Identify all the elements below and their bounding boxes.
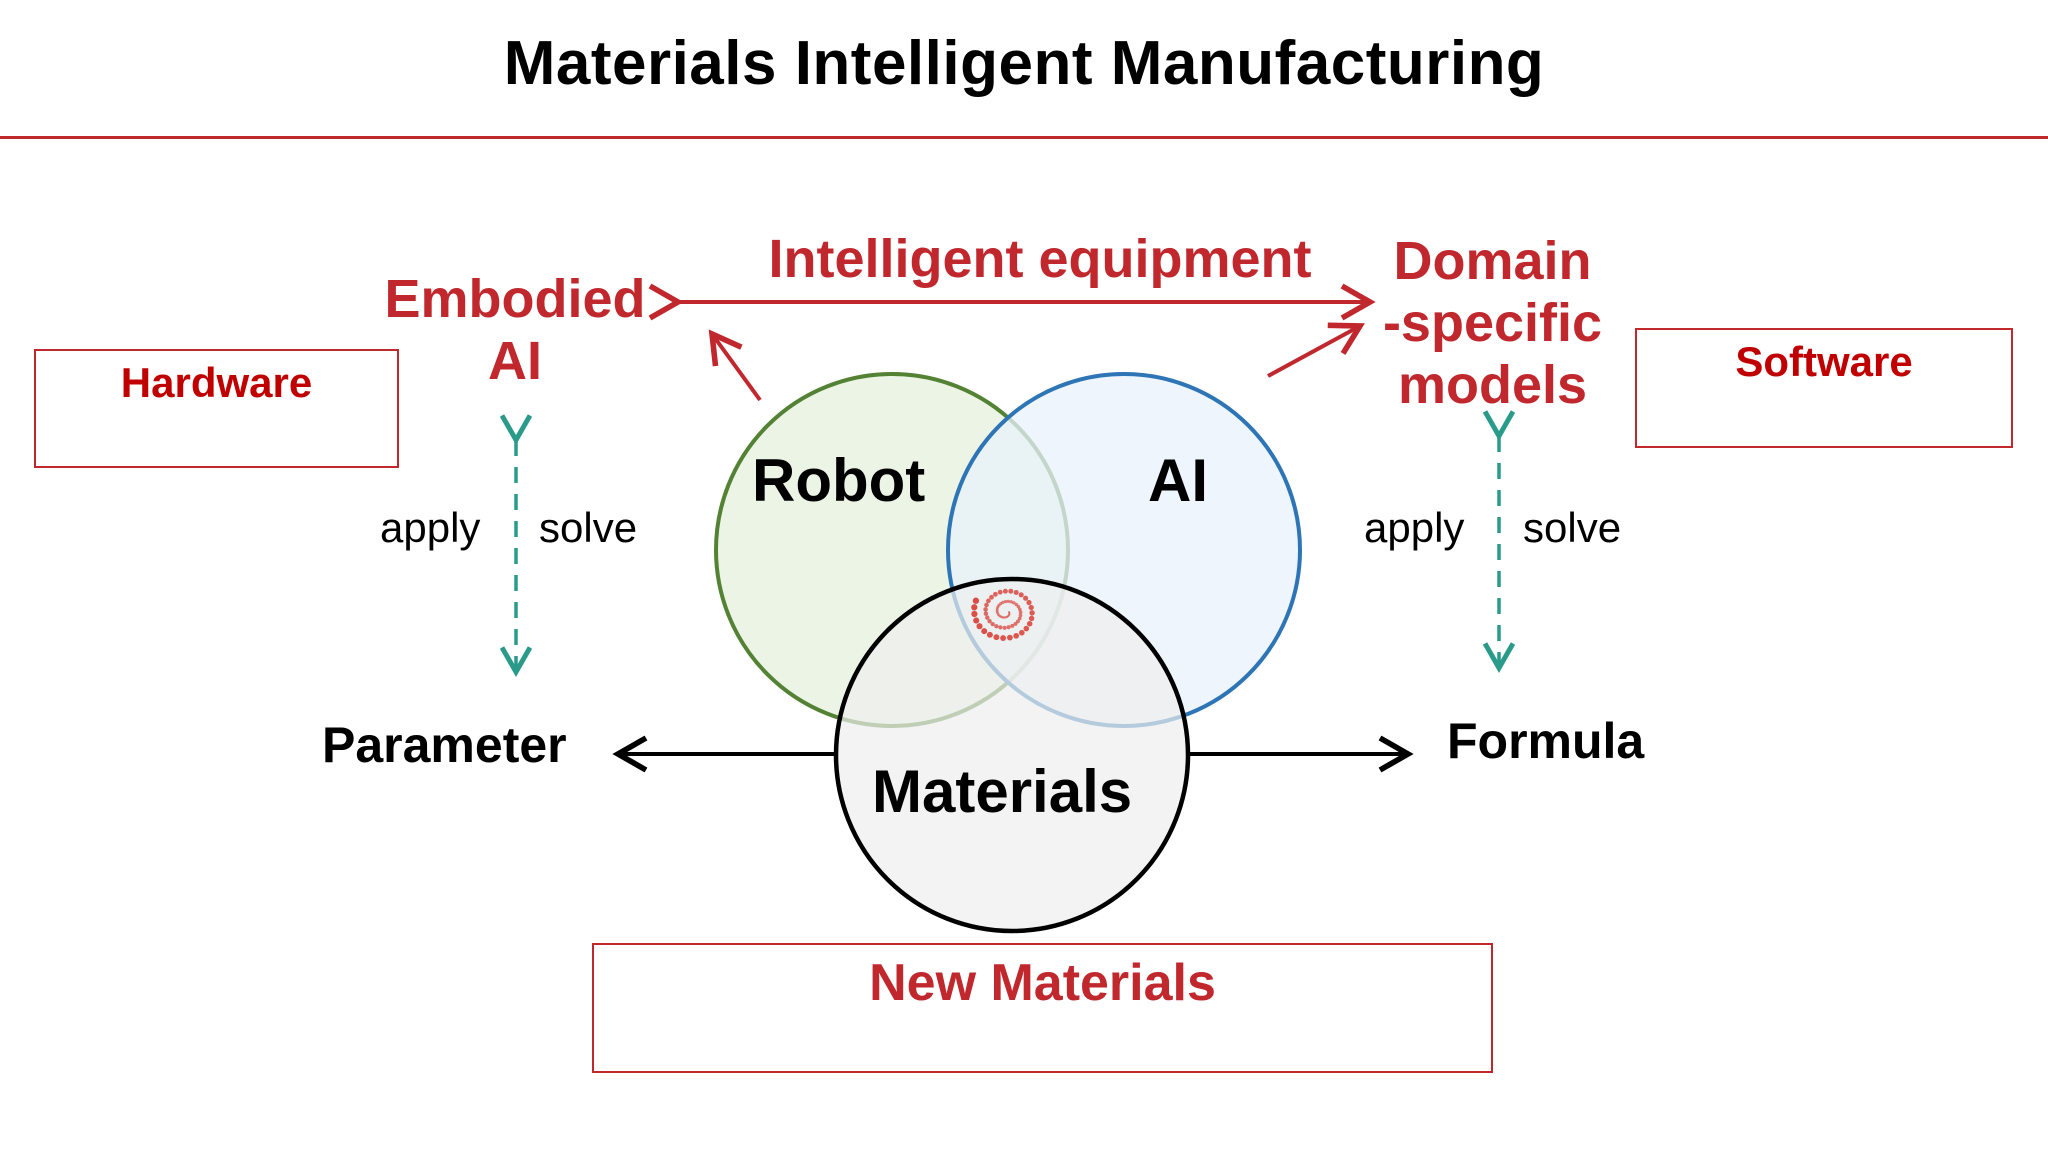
spiral-dot [997,589,1003,595]
spiral-dot [976,623,983,630]
software-label: Software [1735,338,1913,385]
spiral-dot [1028,615,1035,622]
domain-line3: models [1397,355,1588,415]
spiral-dot [986,631,993,638]
spiral-dot [987,619,992,624]
spiral-dot [993,634,1000,641]
materials-circle [833,576,1191,934]
spiral-dot [983,607,988,612]
ai-to-domain-arrow [1267,322,1365,378]
spiral-dot [998,625,1003,630]
title-divider [0,136,2048,139]
new-materials-box: New Materials [592,943,1493,1073]
spiral-dot [972,597,980,604]
spiral-dot [1023,625,1030,632]
spiral-dot [1001,600,1005,605]
materials-label: Materials [872,758,1133,825]
domain-line1: Domain [1393,231,1592,291]
spiral-dot [985,615,990,620]
domain-line2: -specific [1382,293,1603,353]
spiral-dot [1026,599,1032,606]
spiral-dot [1002,625,1007,630]
spiral-dot [1016,604,1021,609]
left-apply-label: apply [380,504,481,551]
hardware-box: Hardware [34,349,399,468]
spiral-dot [1003,599,1008,604]
intelligent-equipment-label: Intelligent equipment [768,229,1312,289]
spiral-dot [1028,604,1034,611]
spiral-dot [1013,589,1019,596]
spiral-dot [1012,601,1016,605]
spiral-dot [971,604,978,611]
left-solve-label: solve [539,504,638,551]
spiral-dot [989,594,994,600]
spiral-dot [1009,600,1013,604]
embodied-ai-line1: Embodied [384,269,646,329]
spiral-dot [1018,629,1025,636]
spiral-dot [1013,632,1020,639]
spiral-dot [1007,634,1013,641]
spiral-dot [981,628,988,635]
spiral-dot [1017,607,1022,612]
right-apply-label: apply [1364,504,1465,551]
spiral-dot [1013,621,1018,626]
page-title: Materials Intelligent Manufacturing [503,29,1545,98]
spiral-dot [1008,588,1014,594]
spiral-dot [1018,613,1023,618]
spiral-dot [973,617,980,624]
domain-specific-models-label: Domain -specific models [1360,230,1625,416]
spiral-dot [1018,610,1023,615]
spiral-dot [1002,588,1008,594]
spiral-dot [986,598,991,604]
robot-label: Robot [752,447,926,514]
embodied-ai-label: Embodied AI [370,268,660,392]
spiral-dot [1018,592,1024,598]
spiral-dot [1026,620,1033,627]
parameter-label: Parameter [322,717,567,773]
spiral-dot [1029,610,1035,616]
new-materials-label: New Materials [869,954,1216,1012]
spiral-dot [1017,616,1022,621]
spiral-dot [994,624,999,629]
embodied-ai-line2: AI [488,331,542,391]
spiral-dot [992,591,998,597]
spiral-dot [990,621,995,627]
spiral-dot [1015,619,1020,624]
spiral-dot [984,602,989,608]
spiral-dot [1006,599,1010,604]
spiral-dot [1000,635,1007,642]
right-solve-label: solve [1523,504,1622,551]
software-box: Software [1635,328,2013,448]
spiral-dot [1010,623,1015,628]
robot-to-embodied-arrow [708,329,762,402]
hardware-label: Hardware [120,359,313,406]
spiral-dot [1006,625,1011,630]
spiral-logo-icon [971,588,1035,642]
spiral-dot [971,610,978,618]
formula-label: Formula [1447,713,1645,769]
spiral-dot [983,611,989,616]
spiral-dot [1023,595,1029,601]
ai-label: AI [1148,447,1208,514]
